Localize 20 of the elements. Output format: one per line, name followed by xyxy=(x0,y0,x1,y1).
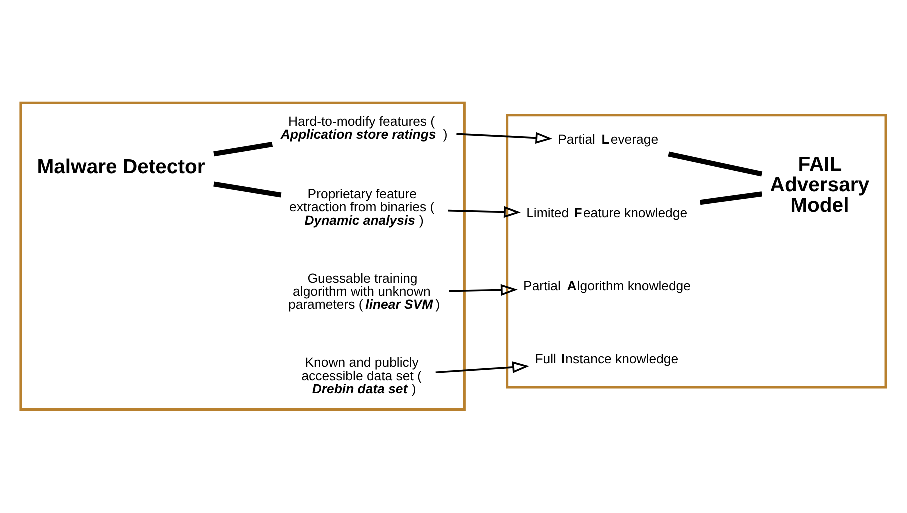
arrow xyxy=(456,132,553,144)
node-text: Full Instance knowledge xyxy=(535,352,679,367)
node-text: Proprietary feature extraction from binaries (Dynamic analysis) xyxy=(290,186,435,228)
node-text: Limited Feature knowledge xyxy=(526,205,688,220)
arrow xyxy=(449,284,518,296)
node-text: Malware Detector xyxy=(37,156,206,178)
cluster xyxy=(506,114,888,389)
connector xyxy=(700,192,762,206)
node-text: Partial Algorithm knowledge xyxy=(524,278,691,294)
connector xyxy=(214,182,282,198)
arrow xyxy=(448,206,521,218)
node-text: Known and publicly accessible data set (Drebin data set) xyxy=(302,355,422,396)
node-text: Partial Leverage xyxy=(558,132,659,148)
connector xyxy=(214,142,273,157)
arrow xyxy=(436,362,530,374)
connector xyxy=(668,152,763,177)
cluster xyxy=(20,102,466,412)
node-text: FAIL Adversary Model xyxy=(770,154,870,217)
node-text: Hard-to-modify features (Application store ratings) xyxy=(280,114,448,142)
node-text: Guessable training algorithm with unknown parameters (linear SVM) xyxy=(288,270,440,312)
